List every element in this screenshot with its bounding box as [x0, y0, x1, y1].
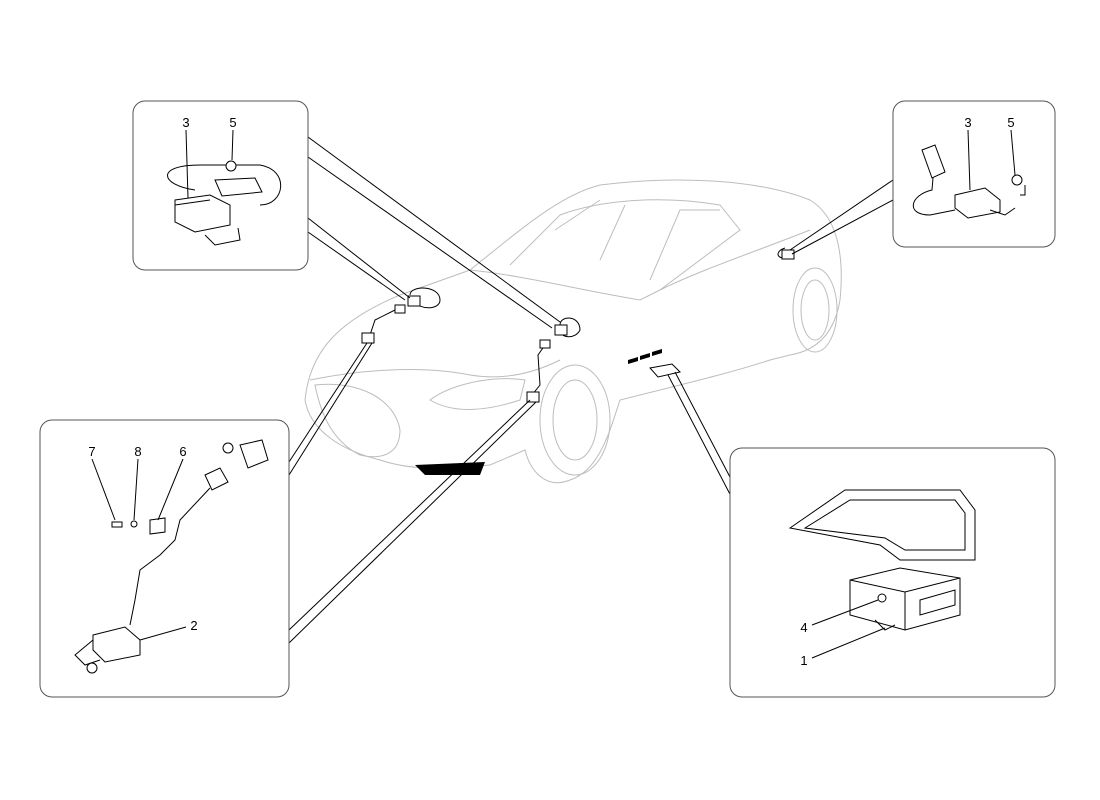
callout-label-5: 5	[1007, 115, 1014, 130]
callout-label-5: 5	[229, 115, 236, 130]
callout-label-3: 3	[964, 115, 971, 130]
callout-top-left: 3 5	[132, 100, 309, 271]
callout-bottom-right: 4 1	[729, 447, 1056, 698]
callout-label-6: 6	[179, 444, 186, 459]
callout-label-7: 7	[88, 444, 95, 459]
callout-label-8: 8	[134, 444, 141, 459]
callout-bottom-left: 7 8 6 2	[39, 419, 290, 698]
leader-lines	[288, 136, 894, 644]
callout-label-3: 3	[182, 115, 189, 130]
callout-label-2: 2	[190, 618, 197, 633]
callout-top-right: 3 5	[892, 100, 1056, 248]
car-illustration	[304, 179, 842, 484]
callout-label-4: 4	[800, 620, 807, 635]
callout-label-1: 1	[800, 653, 807, 668]
car-sensor-parts	[361, 247, 795, 403]
